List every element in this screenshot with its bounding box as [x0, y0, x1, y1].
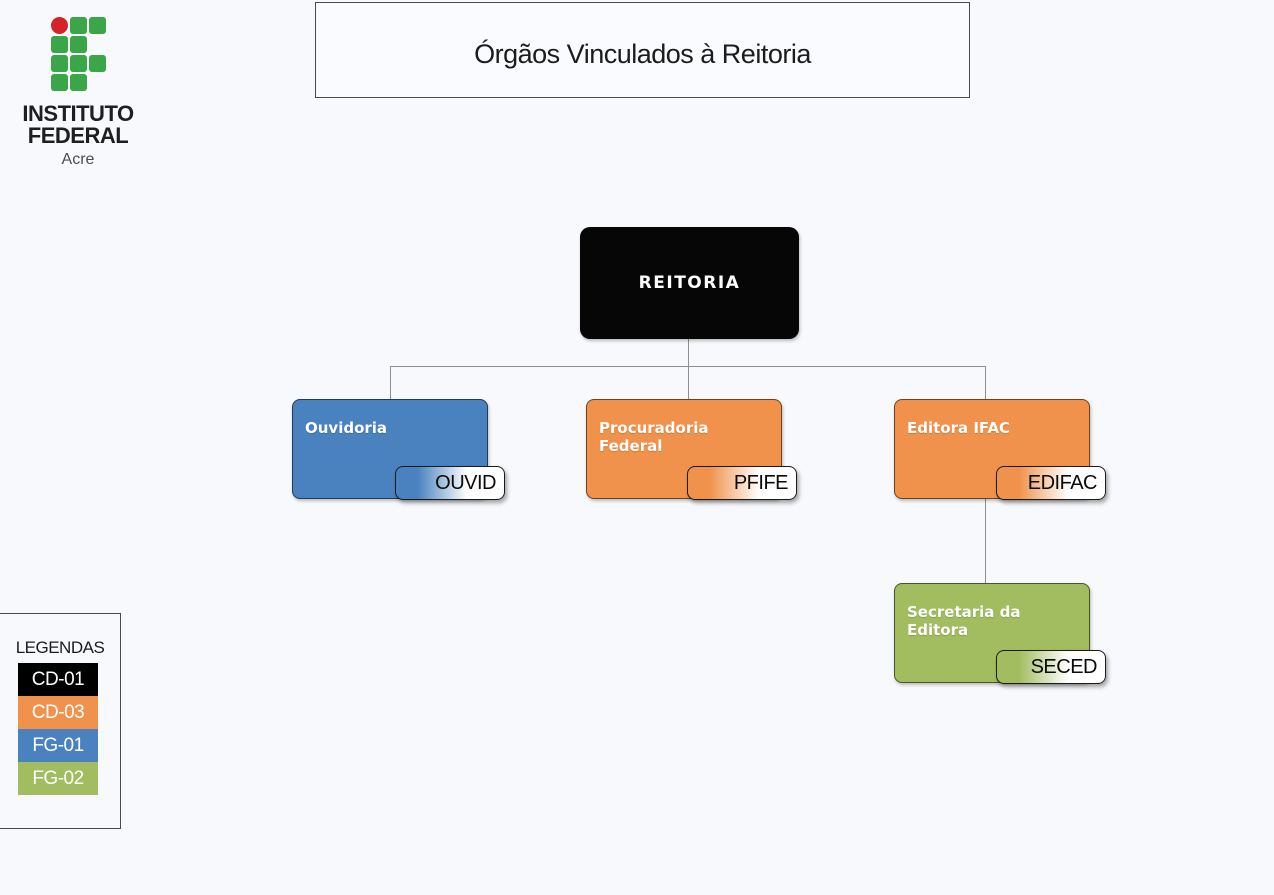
edge-horizontal-bus: [390, 366, 986, 367]
tag-seced-label: SECED: [1030, 655, 1098, 678]
node-secretaria-da-editora-label: Secretaria da Editora: [907, 603, 1021, 639]
tag-pfife-label: PFIFE: [733, 471, 789, 494]
node-secretaria-da-editora: Secretaria da Editora: [894, 583, 1090, 683]
edge-drop-ouvidoria: [390, 366, 391, 399]
tag-edifac-label: EDIFAC: [1027, 471, 1098, 494]
legend-title: LEGENDAS: [15, 638, 105, 657]
chart-title: Órgãos Vinculados à Reitoria: [474, 38, 811, 69]
brand-name-line1: INSTITUTO: [22, 101, 134, 126]
tag-ouvid-label: OUVID: [435, 471, 496, 494]
legend-item-cd01: CD-01: [18, 663, 98, 696]
tag-seced: SECED: [996, 650, 1106, 684]
node-procuradoria-federal-label: Procuradoria Federal: [599, 419, 709, 455]
legend-item-cd03-label: CD-03: [31, 701, 85, 723]
tag-pfife: PFIFE: [687, 466, 797, 500]
edge-reitoria-to-procuradoria: [688, 339, 689, 399]
chart-title-box: Órgãos Vinculados à Reitoria: [315, 2, 970, 98]
legend-item-fg01: FG-01: [18, 729, 98, 762]
node-ouvidoria: Ouvidoria: [292, 399, 488, 499]
legend-item-fg02-label: FG-02: [32, 767, 84, 789]
legend-item-cd03: CD-03: [18, 696, 98, 729]
node-reitoria: REITORIA: [580, 227, 799, 339]
legend-item-cd01-label: CD-01: [31, 668, 85, 690]
legend-item-fg01-label: FG-01: [32, 734, 84, 756]
brand-campus: Acre: [61, 151, 95, 168]
tag-edifac: EDIFAC: [996, 466, 1106, 500]
logo-dot-red: [50, 17, 68, 34]
institution-brand: INSTITUTO FEDERAL Acre: [8, 17, 148, 169]
instituto-federal-logo-icon: [50, 17, 106, 91]
node-ouvidoria-label: Ouvidoria: [305, 419, 388, 437]
tag-ouvid: OUVID: [395, 466, 505, 500]
edge-editora-to-secretaria: [985, 499, 986, 583]
node-reitoria-label: REITORIA: [638, 273, 741, 293]
brand-name-line2: FEDERAL: [27, 123, 129, 148]
legend-item-fg02: FG-02: [18, 762, 98, 795]
node-editora-ifac-label: Editora IFAC: [907, 419, 1011, 437]
legend-box: [0, 613, 121, 829]
edge-drop-editora: [985, 366, 986, 399]
